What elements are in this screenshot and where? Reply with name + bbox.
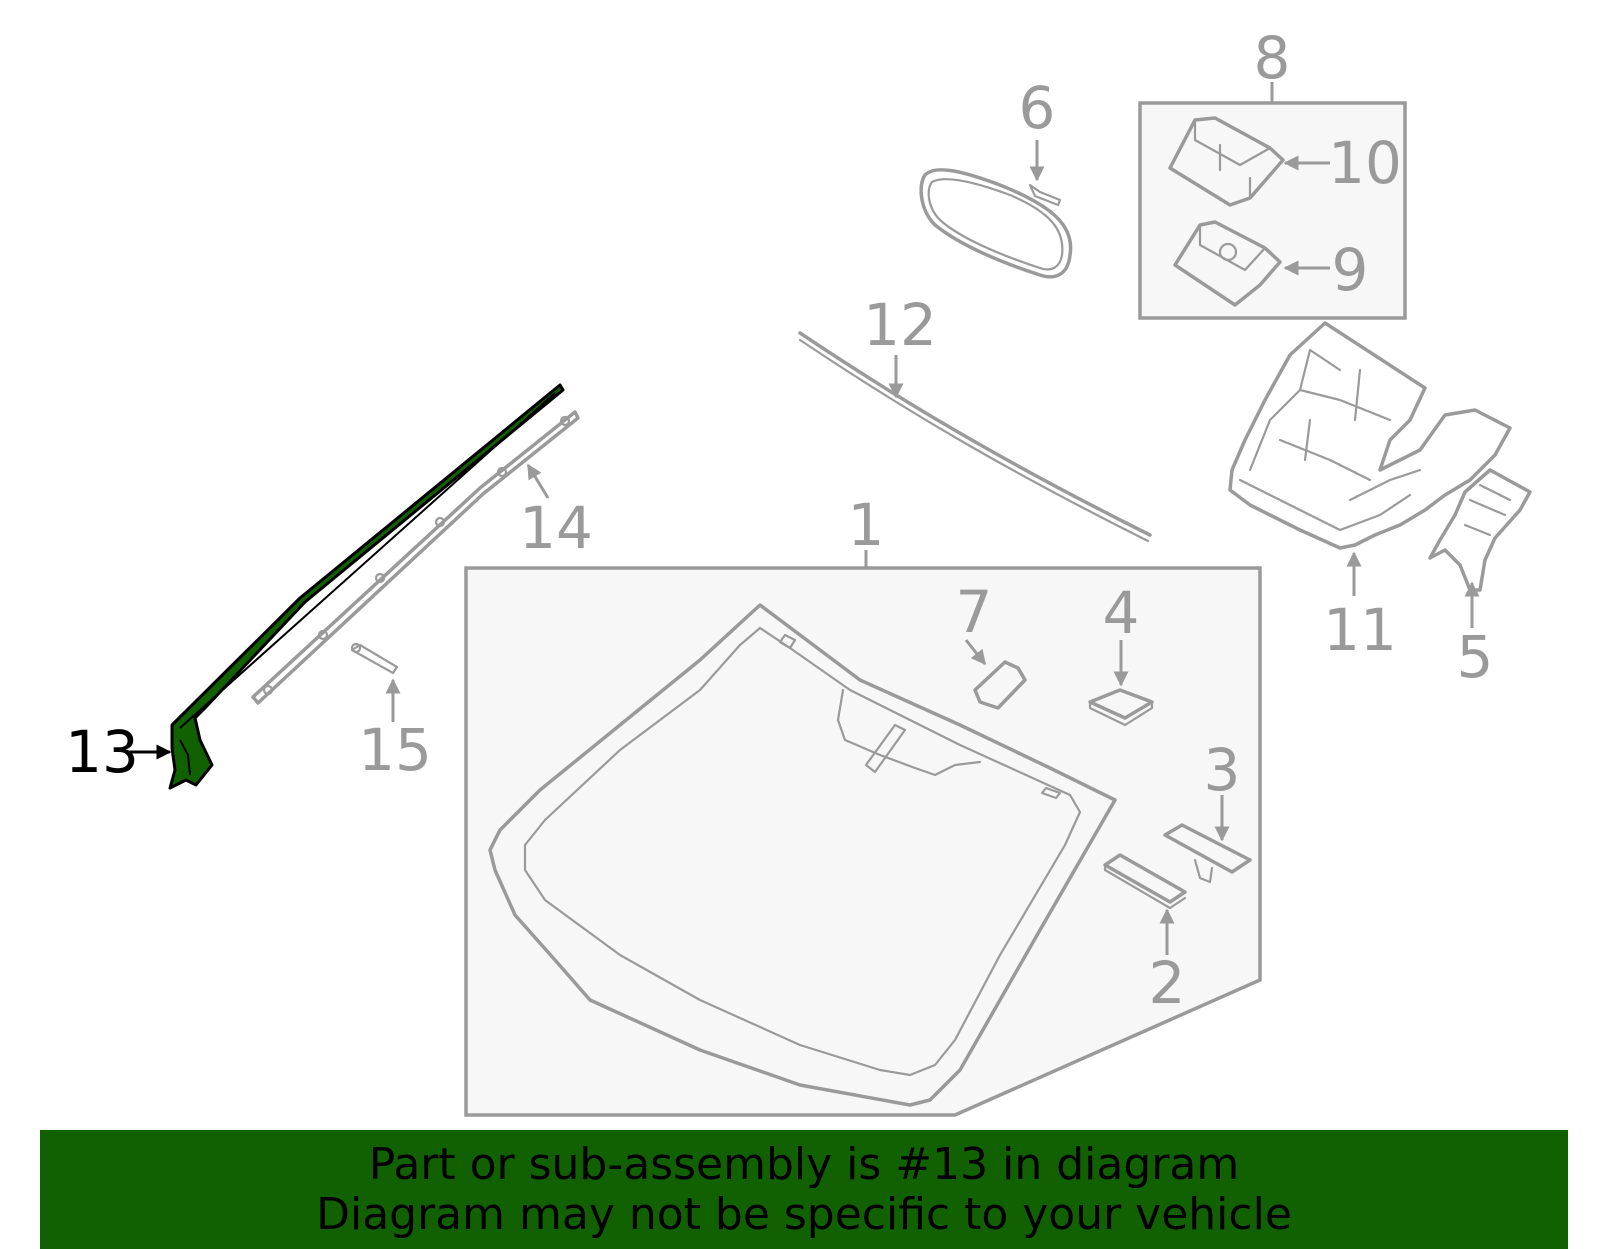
callout-1: 1	[848, 491, 885, 559]
part-10-mount	[1168, 116, 1330, 207]
banner-line-1: Part or sub-assembly is #13 in diagram	[368, 1138, 1240, 1190]
part-3-bracket	[1163, 795, 1252, 884]
callout-11: 11	[1323, 596, 1397, 664]
part-14-trim-strip	[251, 410, 580, 705]
callout-10: 10	[1328, 129, 1402, 197]
callout-7: 7	[956, 578, 993, 646]
callout-2: 2	[1149, 949, 1186, 1017]
callout-6: 6	[1019, 74, 1056, 142]
callout-8: 8	[1254, 24, 1291, 92]
windshield-glass	[488, 603, 1117, 1107]
banner-line-2: Diagram may not be specific to your vehi…	[316, 1188, 1292, 1240]
part-7-sensor-cover	[964, 639, 1027, 710]
callout-5: 5	[1457, 623, 1494, 691]
callout-14: 14	[519, 494, 593, 562]
part-15-clip	[350, 642, 401, 722]
part-9-camera	[1173, 220, 1330, 307]
part-12-molding	[798, 331, 1152, 543]
callout-15: 15	[358, 716, 432, 784]
callout-3: 3	[1204, 736, 1241, 804]
part-5-trim-cover	[1428, 468, 1532, 628]
callout-13: 13	[65, 718, 139, 786]
callout-9: 9	[1332, 236, 1369, 304]
part-4-pad	[1088, 640, 1154, 727]
part-11-overhead-console	[1228, 321, 1512, 596]
callout-4: 4	[1103, 579, 1140, 647]
info-banner: Part or sub-assembly is #13 in diagram D…	[40, 1130, 1568, 1249]
part-2-bracket	[1103, 853, 1187, 955]
part-8-box	[1138, 82, 1407, 320]
part-6-mirror	[919, 140, 1073, 279]
windshield-kit-box	[464, 550, 1262, 1117]
part-13-pillar-molding	[168, 383, 565, 790]
callout-12: 12	[863, 291, 937, 359]
